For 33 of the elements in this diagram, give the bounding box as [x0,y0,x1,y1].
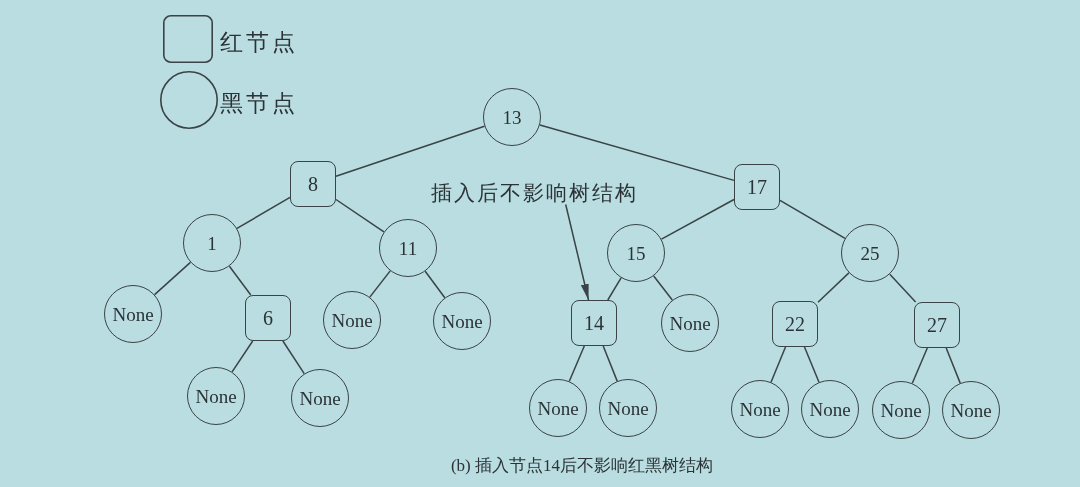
edge-line [335,125,486,178]
edge-line [231,340,254,373]
edge-line [911,347,929,385]
edge-line [236,196,291,230]
edge-line [282,340,305,375]
node-box: 22 [772,301,818,347]
edge-line [424,270,446,299]
edge-line [568,345,586,383]
leader-arrow [564,203,590,301]
edge-line [369,270,391,298]
edge-line [228,265,252,296]
edge-line [602,345,618,382]
edge-line [817,272,850,303]
edge-line [539,124,735,182]
node-box: 17 [734,164,780,210]
node-box: 27 [914,302,960,348]
edge-line [660,198,735,240]
edge-line [153,261,192,296]
legend-label: 黑节点 [220,91,298,115]
legend-label: 红节点 [220,30,298,54]
edge-line [803,346,820,383]
edge-line [889,273,917,303]
node-box: 8 [290,161,336,207]
node-box: 14 [571,300,617,346]
callout-text: 插入后不影响树结构 [430,181,638,205]
caption: (b) 插入节点14后不影响红黑树结构 [450,456,714,474]
edge-line [652,275,674,301]
edge-line [779,199,846,240]
edge-line [335,198,385,233]
edge-line [607,277,622,301]
edge-line [945,347,961,384]
edge-line [770,346,787,383]
node-box: 6 [245,295,291,341]
